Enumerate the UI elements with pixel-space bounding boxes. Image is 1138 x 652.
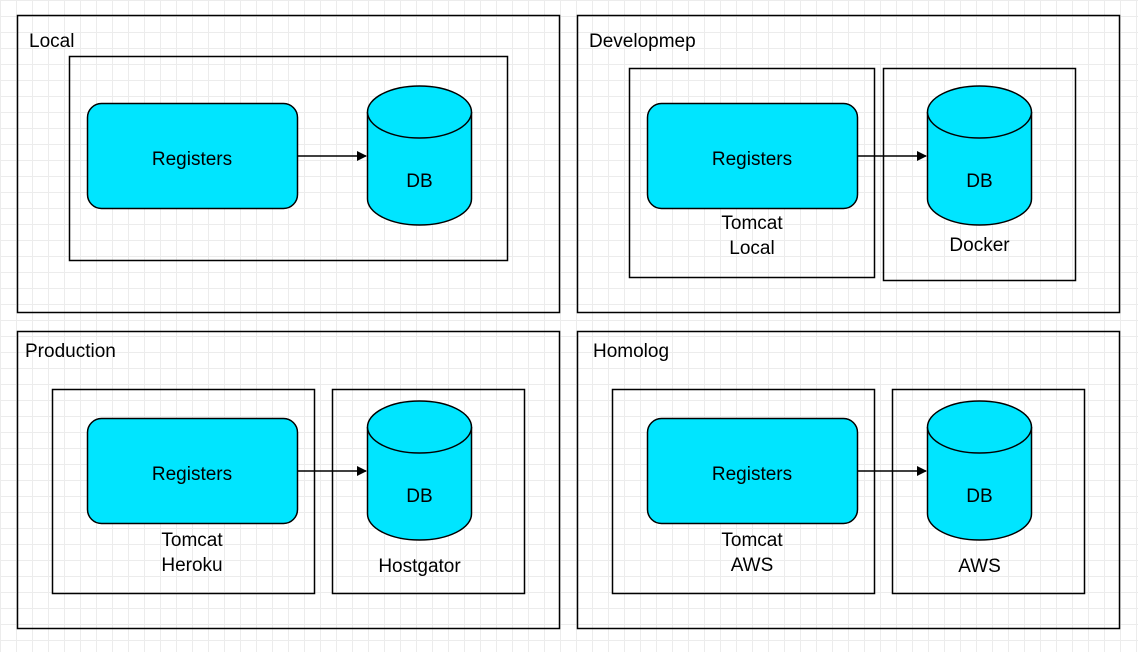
local-container[interactable] [68, 55, 509, 262]
development-app-host-line2: Local [729, 238, 774, 259]
production-registers-label: Registers [152, 464, 232, 485]
production-db-cylinder[interactable] [366, 400, 473, 541]
development-db-host: Docker [949, 235, 1010, 256]
panel-development-title: Developmep [589, 31, 696, 52]
panel-production[interactable]: Production Registers DB Tomcat Heroku Ho… [16, 330, 561, 630]
production-db-host: Hostgator [378, 556, 461, 577]
homolog-aws-container[interactable] [891, 388, 1086, 595]
homolog-registers-label: Registers [712, 464, 792, 485]
panel-development[interactable]: Developmep Registers DB Tomcat Local Doc… [576, 14, 1121, 314]
homolog-db-label: DB [966, 486, 992, 507]
local-db-cylinder[interactable] [366, 85, 473, 226]
homolog-app-host-line1: Tomcat [721, 530, 783, 551]
production-tomcat-container[interactable] [51, 388, 316, 595]
development-tomcat-container[interactable] [628, 67, 876, 279]
development-db-label: DB [966, 171, 992, 192]
panel-homolog-title: Homolog [593, 341, 669, 362]
panel-homolog[interactable]: Homolog Registers DB Tomcat AWS AWS [576, 330, 1121, 630]
homolog-db-cylinder[interactable] [926, 400, 1033, 541]
development-db-cylinder[interactable] [926, 85, 1033, 226]
local-registers-label: Registers [152, 149, 232, 170]
panel-production-title: Production [25, 341, 116, 362]
development-registers-label: Registers [712, 149, 792, 170]
panel-local-title: Local [29, 31, 74, 52]
panel-local[interactable]: Local Registers DB [16, 14, 561, 314]
production-db-label: DB [406, 486, 432, 507]
homolog-app-host-line2: AWS [731, 555, 774, 576]
development-docker-container[interactable] [882, 67, 1077, 282]
development-app-host-line1: Tomcat [721, 213, 783, 234]
homolog-tomcat-container[interactable] [611, 388, 876, 595]
production-app-host-line2: Heroku [161, 555, 222, 576]
production-app-host-line1: Tomcat [161, 530, 223, 551]
homolog-db-host: AWS [958, 556, 1001, 577]
local-db-label: DB [406, 171, 432, 192]
production-hostgator-container[interactable] [331, 388, 526, 595]
